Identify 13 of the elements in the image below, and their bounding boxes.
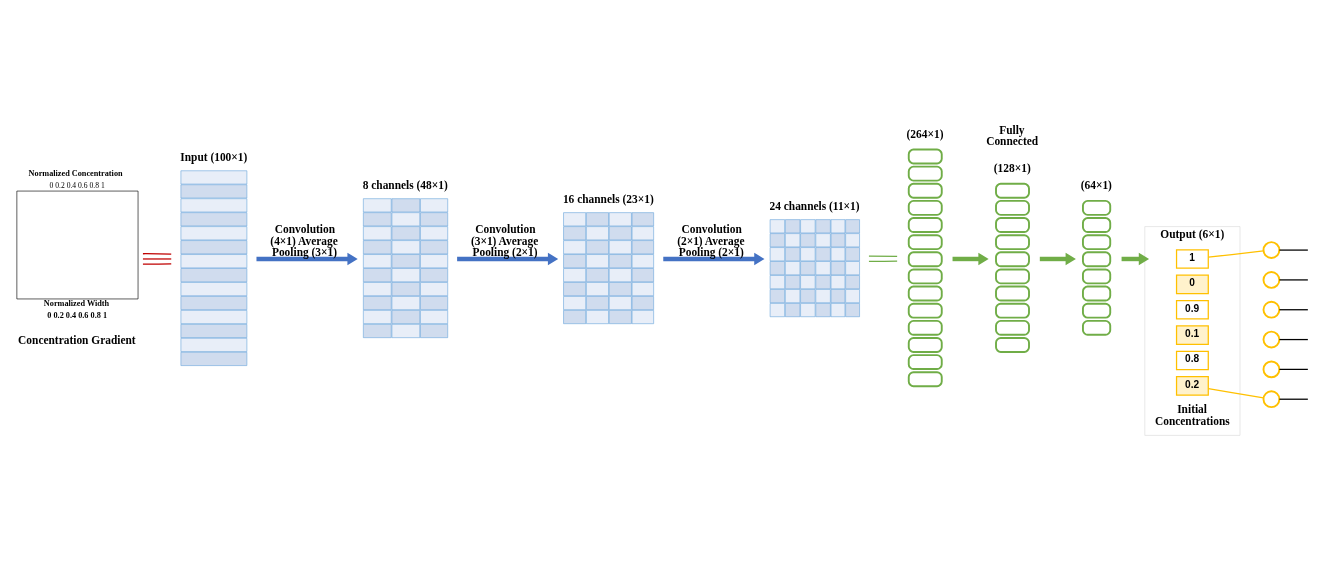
node-label: Concentration Gradient — [18, 334, 136, 347]
node-label: 8 channels (48×1) — [362, 178, 448, 191]
node-label: Input (100×1) — [180, 150, 248, 163]
node-label: (264×1) — [906, 128, 944, 141]
edge-label: Convolution (4×1) Average Pooling (3×1) — [270, 223, 338, 259]
node-label: (64×1) — [1080, 179, 1112, 192]
node-label: Initial Concentrations — [1154, 403, 1230, 427]
edge-label: Convolution (2×1) Average Pooling (2×1) — [677, 223, 745, 259]
label: Fully Connected — [986, 123, 1039, 147]
node-label: (128×1) — [993, 162, 1031, 175]
node-label: 16 channels (23×1) — [562, 192, 654, 205]
edge-label: Convolution (3×1) Average Pooling (2×1) — [470, 223, 539, 259]
node-label: 24 channels (11×1) — [769, 199, 860, 212]
